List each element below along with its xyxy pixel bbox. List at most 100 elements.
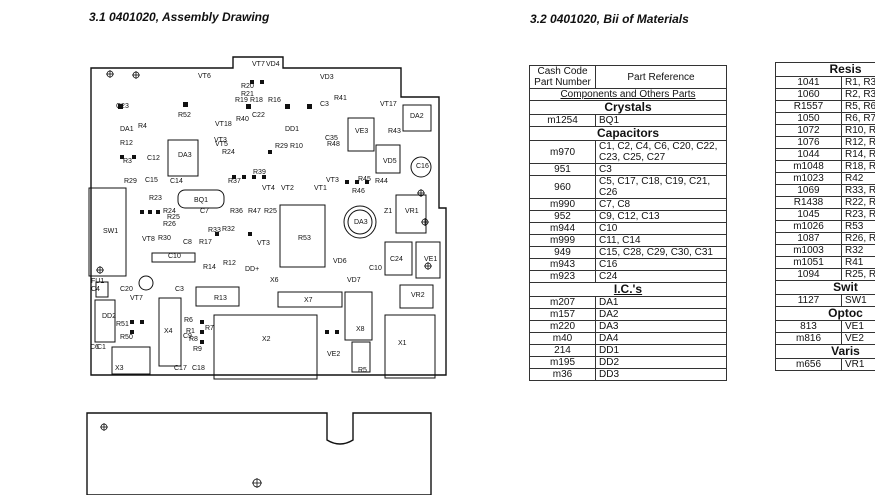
pcb-label: C3 bbox=[320, 101, 329, 108]
pcb-label: VE3 bbox=[355, 128, 368, 135]
pcb-label: R37 bbox=[228, 178, 241, 185]
pcb-label: VT3 bbox=[326, 177, 339, 184]
pcb-label: R44 bbox=[375, 178, 388, 185]
pcb-label: C8 bbox=[183, 239, 192, 246]
pcb-label: C23 bbox=[116, 103, 129, 110]
part-reference-cell: R42 bbox=[841, 172, 875, 185]
pcb-label: DD2 bbox=[102, 313, 116, 320]
part-code-cell: 1041 bbox=[775, 76, 842, 89]
section-title: Swit bbox=[775, 280, 875, 295]
pcb-label: VD7 bbox=[347, 277, 361, 284]
bom-header-code: Cash Code Part Number bbox=[529, 65, 596, 89]
pcb-label: R1 bbox=[186, 328, 195, 335]
section-title: Capacitors bbox=[529, 126, 727, 141]
table-section-row: Varis bbox=[775, 344, 875, 359]
part-reference-cell: R26, R bbox=[841, 232, 875, 245]
pcb-label: C12 bbox=[147, 155, 160, 162]
part-reference-cell: R25, R bbox=[841, 268, 875, 281]
pcb-label: R51 bbox=[116, 321, 129, 328]
part-code-cell: 960 bbox=[529, 175, 596, 199]
table-section-row: Resis bbox=[775, 62, 875, 77]
pcb-label: DA3 bbox=[178, 152, 192, 159]
pcb-label: R23 bbox=[149, 195, 162, 202]
part-reference-cell: C10 bbox=[595, 222, 727, 235]
part-reference-cell: C15, C28, C29, C30, C31 bbox=[595, 246, 727, 259]
part-code-cell: m36 bbox=[529, 368, 596, 381]
table-section-row: Capacitors bbox=[529, 126, 727, 141]
part-code-cell: 1069 bbox=[775, 184, 842, 197]
pcb-label: VT3 bbox=[257, 240, 270, 247]
pcb-label: VR1 bbox=[405, 208, 419, 215]
part-reference-cell: R2, R3 bbox=[841, 88, 875, 101]
pcb-label: R48 bbox=[327, 141, 340, 148]
part-code-cell: m1051 bbox=[775, 256, 842, 269]
section-title: I.C.'s bbox=[529, 282, 727, 297]
part-code-cell: m1026 bbox=[775, 220, 842, 233]
part-code-cell: 1060 bbox=[775, 88, 842, 101]
bom-header-row: Cash Code Part Number Part Reference bbox=[529, 65, 727, 89]
part-reference-cell: DA4 bbox=[595, 332, 727, 345]
pcb-label: C22 bbox=[252, 112, 265, 119]
part-reference-cell: R32 bbox=[841, 244, 875, 257]
pcb-label: R19 bbox=[235, 97, 248, 104]
pcb-label: VT7 bbox=[130, 295, 143, 302]
pcb-label: R36 bbox=[230, 208, 243, 215]
pcb-label: X7 bbox=[304, 297, 313, 304]
pcb-label: R16 bbox=[268, 97, 281, 104]
part-code-cell: 1076 bbox=[775, 136, 842, 149]
section-title: Components and Others Parts bbox=[529, 88, 727, 101]
pcb-label: R5 bbox=[358, 367, 367, 374]
part-reference-cell: C1, C2, C4, C6, C20, C22, C23, C25, C27 bbox=[595, 140, 727, 164]
part-code-cell: m40 bbox=[529, 332, 596, 345]
pcb-label: R3 bbox=[123, 158, 132, 165]
part-reference-cell: SW1 bbox=[841, 294, 875, 307]
pcb-label: VR2 bbox=[411, 292, 425, 299]
pcb-outline bbox=[90, 56, 447, 376]
pcb-label: C4 bbox=[91, 286, 100, 293]
part-code-cell: m220 bbox=[529, 320, 596, 333]
bom-header-ref: Part Reference bbox=[595, 65, 727, 89]
pcb-label: R26 bbox=[163, 221, 176, 228]
pcb-label: VD4 bbox=[266, 61, 280, 68]
pcb-label: C16 bbox=[416, 163, 429, 170]
pcb-label: R30 bbox=[158, 235, 171, 242]
part-reference-cell: VE2 bbox=[841, 332, 875, 345]
pcb-label: FU1 bbox=[91, 278, 104, 285]
pcb-label: BQ1 bbox=[194, 197, 208, 204]
part-code-cell: m207 bbox=[529, 296, 596, 309]
part-reference-cell: C5, C17, C18, C19, C21, C26 bbox=[595, 175, 727, 199]
pcb-label: VT8 bbox=[142, 236, 155, 243]
part-code-cell: m1048 bbox=[775, 160, 842, 173]
section-title: Varis bbox=[775, 344, 875, 359]
table-section-row: Components and Others Parts bbox=[529, 88, 727, 101]
part-code-cell: m999 bbox=[529, 234, 596, 247]
part-reference-cell: R18, R bbox=[841, 160, 875, 173]
pcb-label: R4 bbox=[138, 123, 147, 130]
pcb-label: R40 bbox=[236, 116, 249, 123]
part-code-cell: 1044 bbox=[775, 148, 842, 161]
part-code-cell: m195 bbox=[529, 356, 596, 369]
pcb-label: R8 bbox=[189, 336, 198, 343]
pcb-label: C10 bbox=[168, 253, 181, 260]
assembly-drawing-heading: 3.1 0401020, Assembly Drawing bbox=[89, 10, 270, 24]
part-reference-cell: DA1 bbox=[595, 296, 727, 309]
part-reference-cell: R1, R3 bbox=[841, 76, 875, 89]
part-code-cell: 1072 bbox=[775, 124, 842, 137]
part-reference-cell: BQ1 bbox=[595, 114, 727, 127]
pcb-label: VT4 bbox=[262, 185, 275, 192]
pcb-label: R43 bbox=[388, 128, 401, 135]
pcb-label: R18 bbox=[250, 97, 263, 104]
